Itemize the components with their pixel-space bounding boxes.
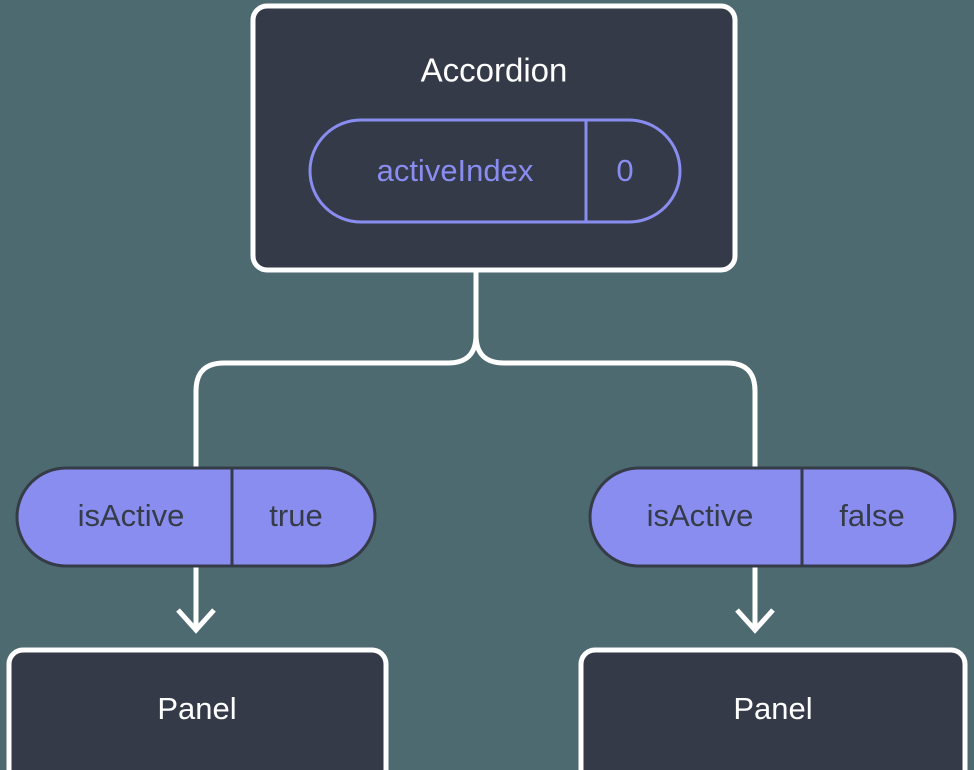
node-panel-left-title: Panel — [157, 691, 236, 726]
root-prop-value: 0 — [616, 153, 633, 188]
root-prop-key: activeIndex — [377, 153, 534, 188]
branch-pill-left-body — [15, 466, 377, 568]
edge-root-to-right-branch — [473, 270, 758, 472]
node-accordion[interactable]: Accordion activeIndex 0 — [250, 3, 738, 273]
node-panel-right-box — [578, 647, 968, 770]
arrow-left-head-icon — [176, 608, 216, 634]
node-accordion-title: Accordion — [421, 52, 568, 89]
root-prop-pill[interactable]: activeIndex 0 — [308, 118, 682, 224]
edge-root-to-left-branch — [193, 270, 479, 472]
root-prop-pill-outline — [308, 118, 682, 224]
node-panel-right[interactable]: Panel — [578, 647, 968, 770]
node-panel-left[interactable]: Panel — [6, 647, 389, 770]
arrow-right-head-icon — [735, 608, 775, 634]
node-accordion-box — [250, 3, 738, 273]
branch-pill-left[interactable]: isActive true — [15, 466, 377, 568]
branch-left-prop-key: isActive — [78, 498, 185, 533]
node-panel-right-title: Panel — [733, 691, 812, 726]
branch-left-prop-value: true — [269, 498, 322, 533]
branch-pill-right-body — [588, 466, 957, 568]
branch-right-prop-key: isActive — [647, 498, 754, 533]
node-panel-left-box — [6, 647, 389, 770]
branch-pill-right[interactable]: isActive false — [588, 466, 957, 568]
branch-right-prop-value: false — [839, 498, 904, 533]
